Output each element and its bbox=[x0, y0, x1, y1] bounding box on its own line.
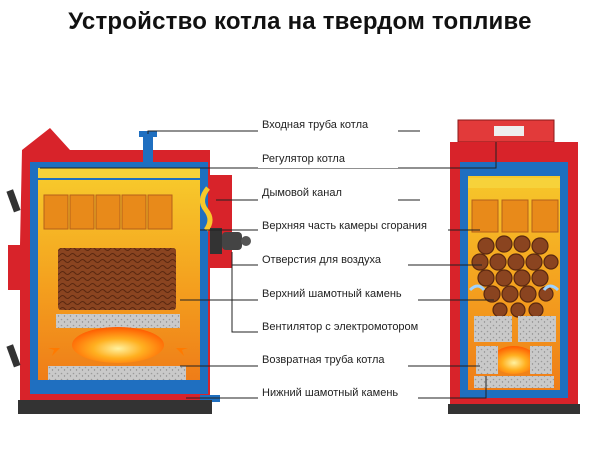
right-firewood bbox=[471, 235, 559, 318]
label-boiler-regulator: Регулятор котла bbox=[262, 153, 346, 165]
left-fire bbox=[72, 327, 164, 363]
label-return-pipe: Возвратная труба котла bbox=[262, 354, 385, 366]
label-inlet-pipe: Входная труба котла bbox=[262, 119, 369, 131]
right-upper-compartments bbox=[471, 199, 559, 233]
left-fan-motor bbox=[210, 228, 251, 254]
left-upper-fireclay bbox=[56, 314, 180, 328]
callout-labels: Входная труба котла Регулятор котла Дымо… bbox=[258, 118, 448, 402]
label-upper-fireclay-stone: Верхний шамотный камень bbox=[262, 288, 402, 300]
label-fan-motor: Вентилятор с электромотором bbox=[262, 321, 418, 333]
label-lower-fireclay-stone: Нижний шамотный камень bbox=[262, 387, 398, 399]
left-upper-compartments bbox=[43, 194, 173, 230]
label-upper-combustion-chamber: Верхняя часть камеры сгорания bbox=[262, 220, 427, 232]
left-firewood bbox=[58, 248, 176, 310]
left-lower-fireclay bbox=[48, 366, 186, 380]
diagram-title: Устройство котла на твердом топливе bbox=[68, 8, 532, 35]
left-boiler-section bbox=[6, 128, 251, 414]
label-flue-channel: Дымовой канал bbox=[262, 187, 342, 199]
right-lower-fireclay bbox=[476, 346, 498, 374]
left-inlet-pipe bbox=[143, 134, 153, 168]
right-fire bbox=[492, 346, 536, 374]
right-upper-fireclay bbox=[474, 316, 512, 342]
label-air-holes: Отверстия для воздуха bbox=[262, 254, 382, 266]
right-boiler-section bbox=[448, 119, 580, 414]
